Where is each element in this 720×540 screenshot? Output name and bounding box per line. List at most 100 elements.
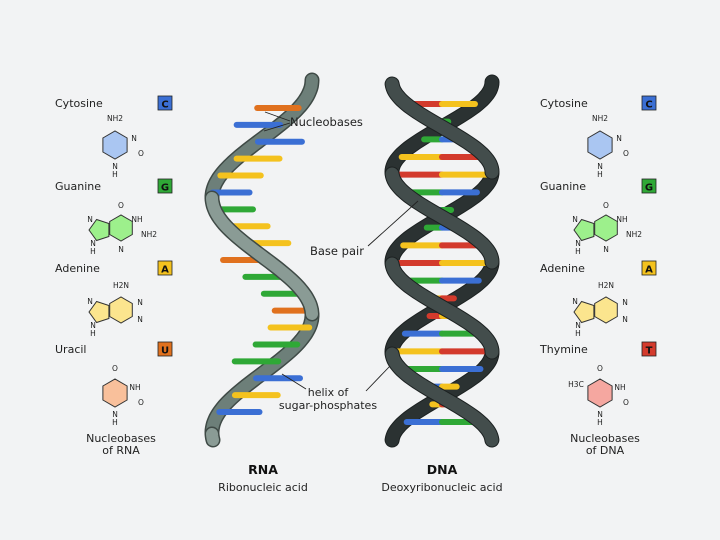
atom-label: N xyxy=(575,321,581,330)
svg-text:G: G xyxy=(161,183,169,194)
atom-label: NH2 xyxy=(592,114,608,123)
atom-label: N xyxy=(87,297,93,306)
atom-label: O xyxy=(597,364,603,373)
nucleobases-pointer-2 xyxy=(263,122,291,132)
nucleobase-name: Guanine xyxy=(540,180,586,193)
atom-label: O xyxy=(138,398,144,407)
atom-label: H xyxy=(90,247,96,256)
atom-label: N xyxy=(622,298,628,307)
purine-hexagon xyxy=(109,296,133,324)
nucleobase-name: Cytosine xyxy=(55,97,103,110)
atom-label: NH2 xyxy=(107,114,123,123)
rna-backbone-front-fill xyxy=(206,428,219,446)
atom-label: H xyxy=(90,329,96,338)
dna-caption-line2: of DNA xyxy=(586,444,625,457)
helix-label-line1: helix of xyxy=(308,386,350,399)
nucleobase-name: Thymine xyxy=(539,343,588,356)
atom-label: NH xyxy=(616,215,627,224)
nucleobase-name: Uracil xyxy=(55,343,86,356)
atom-label: NH xyxy=(614,383,625,392)
purine-pentagon xyxy=(88,300,110,324)
atom-label: N xyxy=(572,297,578,306)
svg-text:C: C xyxy=(161,100,168,111)
atom-label: H xyxy=(597,418,603,427)
atom-label: N xyxy=(131,134,137,143)
rna-backbone-front-fill xyxy=(206,192,318,320)
dna-backbone-front-fill xyxy=(385,77,499,179)
atom-label: N xyxy=(597,410,603,419)
purine-hexagon xyxy=(594,214,618,242)
cytosine-ring xyxy=(587,130,613,160)
helix-pointer-rna xyxy=(281,373,307,390)
nucleobase-structure: O H3C NH O NH xyxy=(568,364,629,427)
atom-label: N xyxy=(90,321,96,330)
dna-caption-line1: Nucleobases xyxy=(570,432,640,445)
atom-label: N xyxy=(603,245,609,254)
atom-label: N xyxy=(597,162,603,171)
svg-text:C: C xyxy=(645,100,652,111)
annotation-lines xyxy=(263,111,419,392)
rna-caption-line2: of RNA xyxy=(102,444,140,457)
atom-label: NH xyxy=(131,215,142,224)
nucleobase-letter-badge: A xyxy=(157,260,173,276)
atom-label: N xyxy=(575,239,581,248)
svg-text:A: A xyxy=(161,265,169,276)
atom-label: O xyxy=(623,398,629,407)
helix-pointer-dna xyxy=(365,365,391,392)
nucleobase-name: Adenine xyxy=(55,262,100,275)
cytosine-ring xyxy=(102,130,128,160)
nucleobase-name: Guanine xyxy=(55,180,101,193)
atom-label: N xyxy=(112,162,118,171)
nucleobase-letter-badge: C xyxy=(641,95,657,111)
thymine-ring xyxy=(587,378,613,408)
dna-subtitle: Deoxyribonucleic acid xyxy=(381,481,502,494)
atom-label: H2N xyxy=(598,281,614,290)
atom-label: N xyxy=(622,315,628,324)
atom-label: O xyxy=(603,201,609,210)
atom-label: N xyxy=(87,215,93,224)
svg-text:G: G xyxy=(645,183,653,194)
nucleobase-letter-badge: T xyxy=(641,341,657,357)
atom-label: O xyxy=(623,149,629,158)
nucleobase-letter-badge: U xyxy=(157,341,173,357)
purine-pentagon xyxy=(573,218,595,242)
atom-label: H xyxy=(112,170,118,179)
rna-subtitle: Ribonucleic acid xyxy=(218,481,308,494)
atom-label: N xyxy=(137,298,143,307)
dna-title: DNA xyxy=(427,462,458,477)
atom-label: N xyxy=(572,215,578,224)
atom-label: N xyxy=(616,134,622,143)
purine-hexagon xyxy=(109,214,133,242)
nucleobase-name: Cytosine xyxy=(540,97,588,110)
dna-backbone-front-fill xyxy=(385,167,499,269)
atom-label: NH2 xyxy=(141,230,157,239)
helix-label-line2: sugar-phosphates xyxy=(279,399,377,412)
nucleobase-letter-badge: C xyxy=(157,95,173,111)
nucleobases-pointer-1 xyxy=(264,111,291,122)
atom-label: O xyxy=(112,364,118,373)
svg-text:T: T xyxy=(646,346,653,357)
atom-label: H xyxy=(575,247,581,256)
nucleobases-label: Nucleobases xyxy=(290,115,363,129)
nucleobase-letter-badge: A xyxy=(641,260,657,276)
base-pair-label: Base pair xyxy=(310,244,364,258)
dna-backbone-front-fill xyxy=(385,347,499,447)
atom-label: H3C xyxy=(568,380,584,389)
atom-label: NH xyxy=(129,383,140,392)
rna-helix xyxy=(204,72,320,448)
atom-label: H xyxy=(112,418,118,427)
rna-title: RNA xyxy=(248,462,278,477)
dna-helix xyxy=(384,74,500,448)
purine-hexagon xyxy=(594,296,618,324)
base-pair-pointer xyxy=(367,200,419,247)
atom-label: O xyxy=(118,201,124,210)
atom-label: N xyxy=(90,239,96,248)
